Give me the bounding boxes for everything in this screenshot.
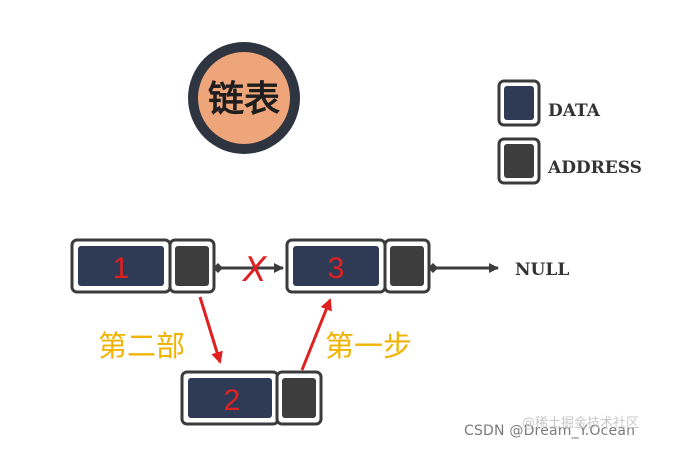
- cross-mark: X: [241, 250, 267, 290]
- node-2-data-cell: [188, 378, 272, 418]
- badge-title: 链表: [208, 78, 280, 120]
- node-2-address-cell: [282, 378, 316, 418]
- badge-inner-circle: [198, 52, 290, 144]
- legend-data-label: DATA: [548, 101, 601, 121]
- csdn-watermark: CSDN @Dream_Y.Ocean: [464, 423, 636, 439]
- node-1-data-cell: [78, 246, 164, 286]
- node-2-label: 2: [224, 384, 241, 417]
- legend-address-swatch: [504, 144, 534, 178]
- step-two-label: 第二部: [98, 329, 185, 363]
- title-badge: 链表: [188, 42, 300, 154]
- legend-address-label: ADDRESS: [547, 158, 642, 178]
- node-1-label: 1: [113, 252, 130, 285]
- node-1-address-cell: [175, 246, 209, 286]
- legend-data-swatch: [504, 86, 534, 120]
- node-3: 3: [285, 238, 431, 294]
- step-two-arrow: [198, 296, 223, 364]
- node-1: 1: [70, 238, 216, 294]
- node-3-address-cell: [390, 246, 424, 286]
- community-watermark: @稀土掘金技术社区: [522, 416, 640, 431]
- null-label: NULL: [515, 260, 569, 280]
- legend: DATA ADDRESS: [497, 79, 642, 185]
- step-one-arrow: [300, 298, 332, 371]
- node-3-data-cell: [293, 246, 379, 286]
- node-2: 2: [180, 370, 323, 426]
- step-one-label: 第一步: [325, 329, 412, 363]
- node-3-label: 3: [328, 252, 345, 285]
